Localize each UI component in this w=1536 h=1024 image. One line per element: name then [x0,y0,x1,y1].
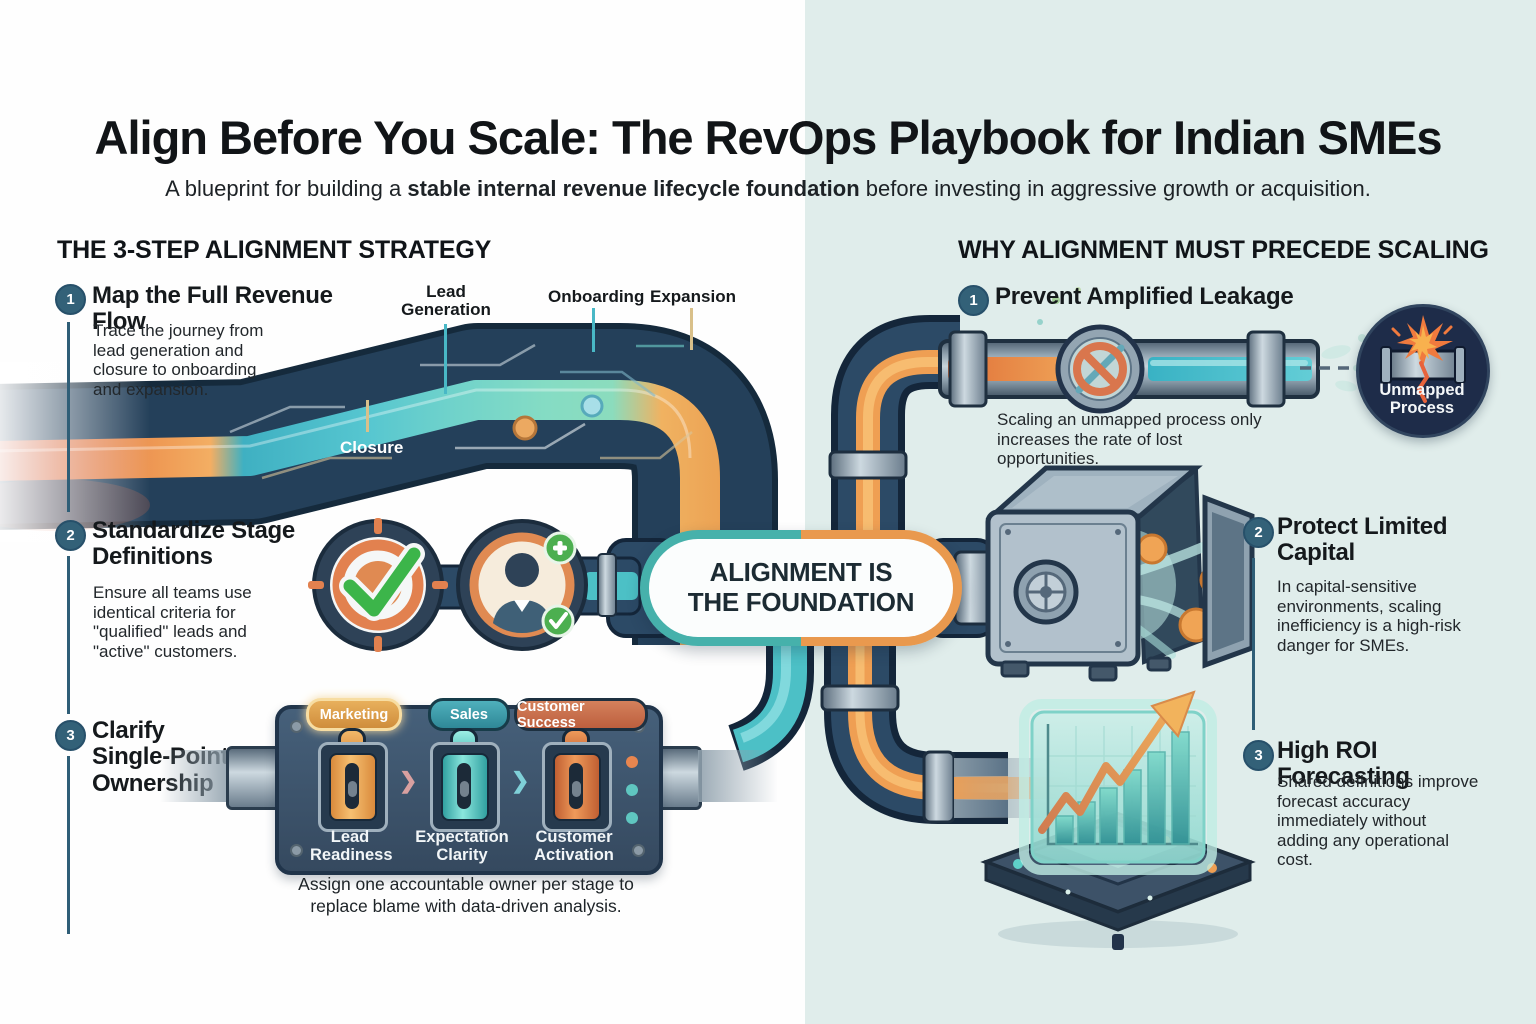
label-tick [592,308,595,352]
switch-label-lead-readiness: Lead Readiness [310,828,393,865]
step-desc-roi-forecasting: Shared definitions improve forecast accu… [1277,772,1479,870]
stage-definition-icons [308,518,642,652]
screw-icon [290,844,303,857]
alignment-foundation-capsule: ALIGNMENT IS THE FOUNDATION [640,530,962,646]
switch-label-expectation-clarity: Expectation Clarity [415,828,509,865]
step-badge-2: 2 [55,520,86,551]
flow-label-onboarding: Onboarding [548,287,645,306]
connector-line [67,756,70,934]
step-title-prevent-leakage: Prevent Amplified Leakage [995,283,1294,310]
scaling-header: WHY ALIGNMENT MUST PRECEDE SCALING [958,236,1489,264]
panel-pipe-left [226,746,284,810]
label-tick [366,400,369,432]
subtitle-bold: stable internal revenue lifecycle founda… [407,176,860,201]
step-title-roi-forecasting: High ROI Forecasting [1277,737,1410,791]
chevron-right-icon: ❯ [511,768,530,793]
flow-label-expansion: Expansion [650,287,736,306]
connector-line [67,556,70,714]
unmapped-process-badge: Unmapped Process [1356,304,1490,438]
pill-marketing: Marketing [306,698,402,731]
step-badge-1: 1 [55,284,86,315]
capsule-line1: ALIGNMENT IS [709,557,893,588]
step-title-standardize-stages: Standardize Stage Definitions [92,517,295,571]
step-badge-3: 3 [55,720,86,751]
switch-label-customer-activation: Customer Activation [534,828,614,865]
subtitle-suffix: before investing in aggressive growth or… [859,176,1371,201]
capsule-line2: THE FOUNDATION [687,587,915,617]
capital-safe-icon: $ [953,465,1255,682]
step-title-protect-capital: Protect Limited Capital [1277,513,1448,567]
switch-lead-readiness [318,742,388,832]
status-dot [626,756,638,768]
connector-line [1252,558,1255,730]
pipe-fade-left [160,750,230,802]
label-tick [690,308,693,350]
pipe-fade-right [698,750,778,802]
flow-label-closure: Closure [340,438,404,457]
scaling-badge-3: 3 [1243,740,1274,771]
step-desc-prevent-leakage: Scaling an unmapped process only increas… [997,410,1262,469]
page-title: Align Before You Scale: The RevOps Playb… [94,111,1443,164]
status-dot [626,784,638,796]
screw-icon [290,720,303,733]
target-check-icon [308,518,448,652]
flow-label-lead-generation: Lead Generation [401,282,491,319]
step-desc-protect-capital: In capital-sensitive environments, scali… [1277,577,1461,655]
page-subtitle: A blueprint for building a stable intern… [0,176,1536,202]
pill-customer-success: Customer Success [514,698,648,731]
label-tick [444,324,447,394]
connector-line [67,322,70,512]
ownership-caption: Assign one accountable owner per stage t… [298,874,634,916]
subtitle-prefix: A blueprint for building a [165,176,408,201]
status-dot [626,812,638,824]
chevron-right-icon: ❯ [399,768,418,793]
scaling-badge-2: 2 [1243,517,1274,548]
scaling-badge-1: 1 [958,285,989,316]
no-entry-valve-icon [1055,324,1145,414]
leakage-pipe [938,287,1373,414]
revenue-flow-band [0,323,778,645]
qualified-person-icon [456,519,588,651]
screw-icon [632,844,645,857]
step-desc-map-revenue-flow: Trace the journey from lead generation a… [93,321,264,399]
switch-customer-activation [542,742,612,832]
step-desc-standardize-stages: Ensure all teams use identical criteria … [93,583,252,661]
strategy-header: THE 3-STEP ALIGNMENT STRATEGY [57,236,492,264]
pill-sales: Sales [428,698,510,731]
step-title-map-revenue-flow: Map the Full Revenue Flow [92,282,333,336]
unmapped-process-label: Unmapped Process [1379,381,1465,418]
burst-pipe-icon [1380,315,1466,403]
leak-splash [1037,287,1373,400]
switch-expectation-clarity [430,742,500,832]
roi-chart-icon [980,690,1256,950]
